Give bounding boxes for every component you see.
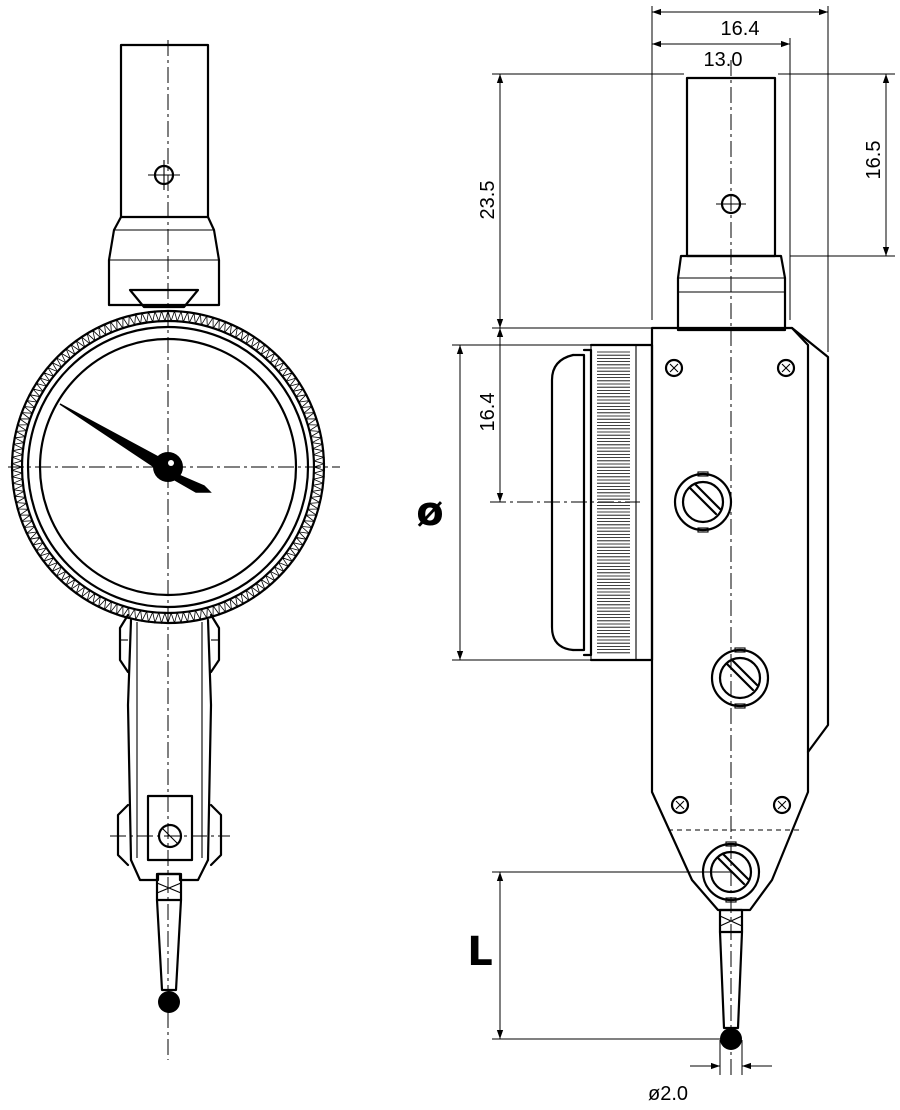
front-view <box>8 40 340 1060</box>
front-stem <box>119 43 210 219</box>
side-view <box>490 60 830 1075</box>
side-knurl-lines <box>597 351 630 654</box>
dim-stylus-length: L <box>467 929 493 975</box>
dimensions: 16.4 13.0 16.5 23.5 16.4 ø L ø2.0 <box>416 6 895 1105</box>
front-collar <box>107 215 221 307</box>
dim-dial-diameter: ø <box>416 489 443 535</box>
dim-width-stem: 13.0 <box>704 49 743 71</box>
side-back-plate <box>790 326 830 754</box>
front-v-notch <box>128 288 200 309</box>
side-stylus <box>718 908 744 1050</box>
front-stylus-ball <box>158 991 180 1013</box>
front-stylus <box>155 872 183 1013</box>
dim-ball-diameter: ø2.0 <box>648 1083 688 1105</box>
side-body <box>650 326 810 912</box>
front-dial-hub <box>153 452 183 482</box>
side-screws <box>664 358 796 903</box>
side-dial <box>550 343 654 662</box>
side-screw-upper <box>673 472 733 532</box>
front-screw-block <box>146 794 194 862</box>
dim-dial-offset: 16.4 <box>477 393 499 432</box>
dim-height-stem-body: 23.5 <box>477 181 499 220</box>
front-dial-pointer <box>59 403 212 493</box>
side-screw-middle <box>710 648 770 708</box>
dim-width-total: 16.4 <box>721 18 760 40</box>
side-dial-knurl <box>597 351 630 654</box>
side-dial-crystal <box>550 353 575 652</box>
front-dial <box>8 40 340 1060</box>
front-body <box>110 613 230 882</box>
side-stylus-ball <box>720 1028 742 1050</box>
front-dial-hub-dot <box>168 460 174 466</box>
front-screw <box>157 823 183 849</box>
dim-stem-length: 16.5 <box>863 141 885 180</box>
